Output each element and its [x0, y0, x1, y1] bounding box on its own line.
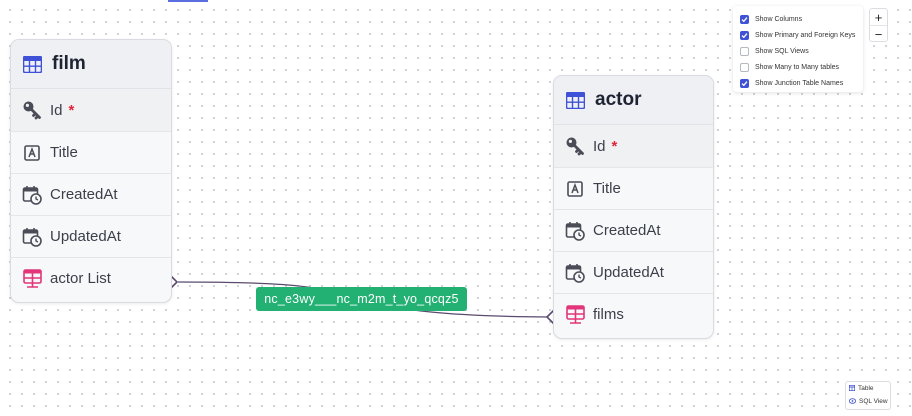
zoom-in-button[interactable]: +: [870, 9, 887, 26]
eye-icon: [848, 397, 857, 406]
text-field-icon: [22, 143, 42, 163]
table-view-label: Table: [858, 385, 874, 392]
table-card-film[interactable]: film Id * Title CreatedAt UpdatedAt acto…: [10, 39, 172, 303]
column-row[interactable]: Title: [554, 168, 713, 210]
column-row[interactable]: actor List: [11, 258, 171, 299]
checkbox[interactable]: [740, 63, 749, 73]
calendar-clock-icon: [565, 221, 585, 241]
option-label: Show Columns: [755, 15, 803, 23]
table-title: actor: [595, 89, 642, 110]
option-show-m2m-tables[interactable]: Show Many to Many tables: [733, 60, 863, 76]
column-label: Title: [593, 180, 621, 197]
sql-view-option[interactable]: SQL View: [846, 395, 890, 408]
grid-table-icon: [22, 54, 42, 74]
column-row[interactable]: UpdatedAt: [11, 216, 171, 258]
column-row[interactable]: CreatedAt: [11, 174, 171, 216]
option-show-columns[interactable]: Show Columns: [733, 11, 863, 27]
column-label: UpdatedAt: [593, 264, 664, 281]
grid-table-icon: [848, 384, 856, 393]
zoom-out-button[interactable]: −: [874, 26, 883, 42]
column-row[interactable]: CreatedAt: [554, 210, 713, 252]
zoom-control: + −: [869, 8, 888, 42]
checkbox[interactable]: [740, 14, 749, 24]
table-header[interactable]: film: [11, 40, 171, 89]
column-row[interactable]: Id *: [554, 125, 713, 168]
junction-table-label[interactable]: nc_e3wy___nc_m2m_t_yo_qcqz5: [256, 287, 467, 311]
table-title: film: [52, 53, 86, 74]
grid-table-icon: [565, 90, 585, 110]
option-show-keys[interactable]: Show Primary and Foreign Keys: [733, 27, 863, 43]
column-label: films: [593, 306, 624, 323]
view-switcher: Table SQL View: [845, 381, 891, 410]
column-label: UpdatedAt: [50, 228, 121, 245]
table-card-actor[interactable]: actor Id * Title CreatedAt UpdatedAt fil…: [553, 75, 714, 339]
column-label: CreatedAt: [50, 186, 118, 203]
column-label: Id: [593, 137, 606, 155]
calendar-clock-icon: [22, 227, 42, 247]
required-mark: *: [611, 137, 618, 155]
option-label: Show Junction Table Names: [755, 80, 844, 88]
option-show-junction-names[interactable]: Show Junction Table Names: [733, 76, 863, 92]
top-accent-bar: [168, 0, 208, 2]
link-table-icon: [22, 269, 42, 289]
option-label: Show SQL Views: [755, 47, 809, 55]
key-icon: [565, 136, 585, 156]
table-header[interactable]: actor: [554, 76, 713, 125]
link-table-icon: [565, 305, 585, 325]
calendar-clock-icon: [22, 185, 42, 205]
column-label: CreatedAt: [593, 222, 661, 239]
required-mark: *: [68, 101, 75, 119]
option-label: Show Primary and Foreign Keys: [755, 31, 856, 39]
column-label: actor List: [50, 270, 111, 287]
checkbox[interactable]: [740, 79, 749, 89]
column-label: Id: [50, 101, 63, 119]
key-icon: [22, 100, 42, 120]
checkbox[interactable]: [740, 46, 749, 56]
column-row[interactable]: films: [554, 294, 713, 335]
erd-settings-panel: Show Columns Show Primary and Foreign Ke…: [733, 6, 863, 92]
column-row[interactable]: Id *: [11, 89, 171, 132]
option-label: Show Many to Many tables: [755, 64, 840, 72]
column-row[interactable]: UpdatedAt: [554, 252, 713, 294]
table-view-option[interactable]: Table: [846, 382, 890, 395]
sql-view-label: SQL View: [859, 398, 888, 405]
column-label: Title: [50, 144, 78, 161]
checkbox[interactable]: [740, 30, 749, 40]
column-row[interactable]: Title: [11, 132, 171, 174]
option-show-sql-views[interactable]: Show SQL Views: [733, 43, 863, 59]
text-field-icon: [565, 179, 585, 199]
calendar-clock-icon: [565, 263, 585, 283]
